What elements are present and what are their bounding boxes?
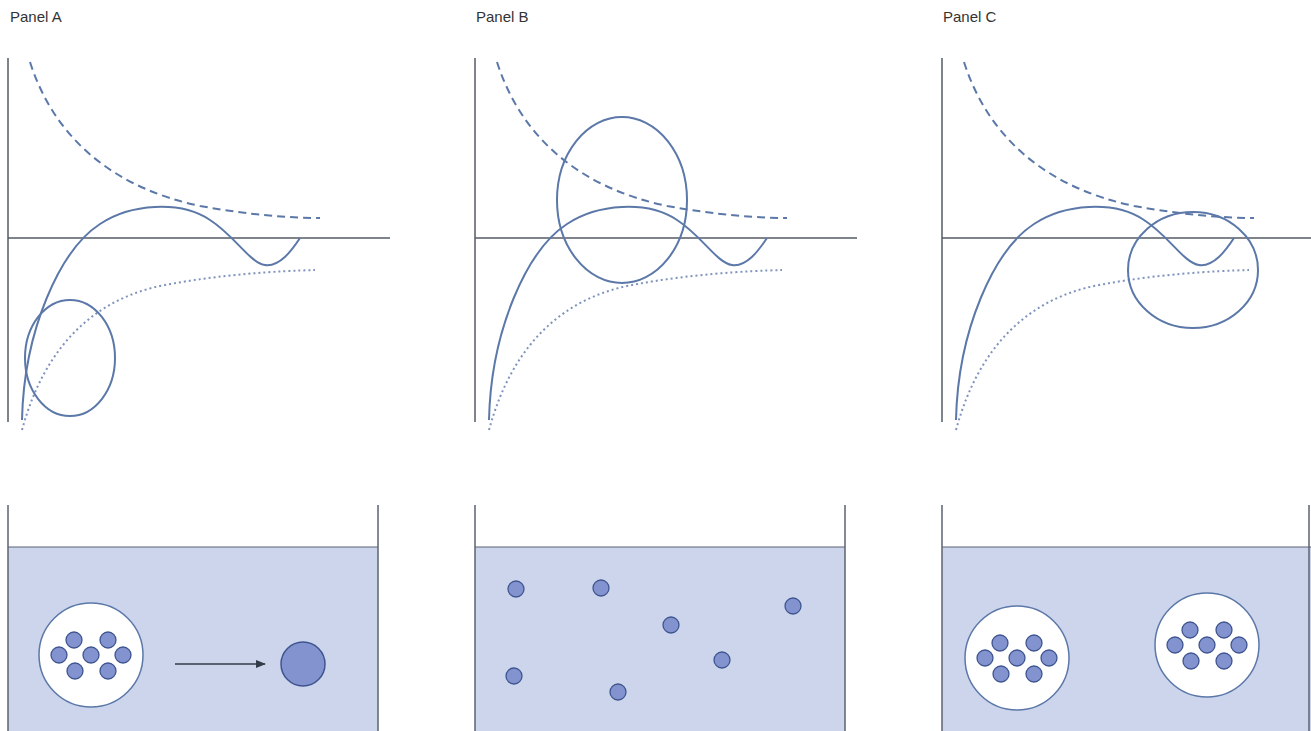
panel-label: Panel B	[476, 8, 529, 25]
panel-label: Panel C	[943, 8, 996, 25]
panel-label: Panel A	[10, 8, 62, 25]
